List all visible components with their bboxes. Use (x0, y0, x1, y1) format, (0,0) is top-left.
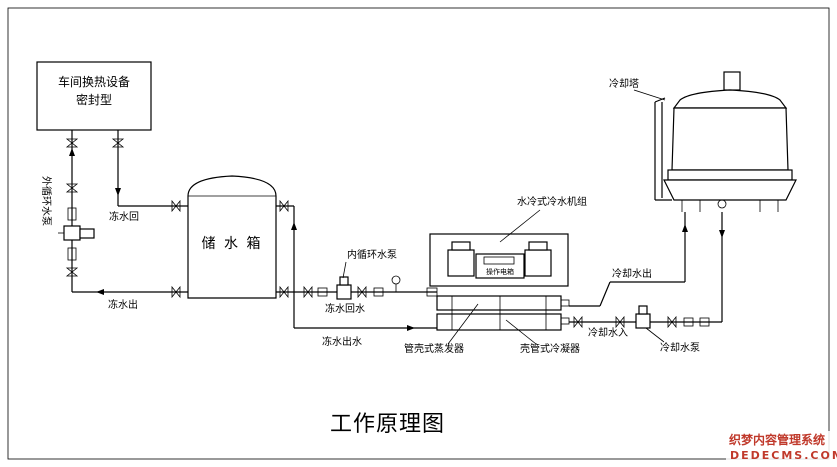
cooling-tower (654, 71, 797, 212)
outer-loop-piping (69, 130, 188, 295)
workshop-label-line1: 车间换热设备 (58, 74, 130, 89)
cooling-loop-piping (569, 212, 725, 329)
workshop-heat-exchanger: 车间换热设备 密封型 (36, 61, 152, 131)
chiller-unit: 操作电箱 (429, 233, 570, 331)
watermark-line1: 织梦内容管理系统 (729, 432, 825, 447)
freeze-return-bottom-label: 冻水回水 (325, 302, 365, 315)
diagram-frame (7, 7, 830, 460)
outer-pump-label: 外循环水泵 (40, 176, 53, 226)
outer-pump (58, 225, 95, 241)
storage-tank: 储 水 箱 (187, 175, 277, 299)
freeze-out-label: 冻水出 (108, 298, 138, 311)
outer-loop-valves (65, 138, 181, 299)
workshop-label-line2: 密封型 (76, 92, 112, 107)
freeze-return-label: 冻水回 (109, 210, 139, 223)
freeze-out-bottom-label: 冻水出水 (322, 335, 362, 348)
watermark: 织梦内容管理系统 DEDECMS.COM (726, 431, 837, 462)
chiller-unit-label: 水冷式冷水机组 (517, 195, 587, 208)
condenser-label: 壳管式冷凝器 (520, 342, 580, 355)
tank-label: 储 水 箱 (202, 236, 263, 252)
inner-pump (336, 276, 352, 300)
cooling-in-label: 冷却水入 (588, 326, 628, 339)
inner-pump-label: 内循环水泵 (347, 248, 397, 261)
evaporator-label: 管壳式蒸发器 (404, 342, 464, 355)
inner-loop-piping (276, 199, 438, 331)
cooling-out-label: 冷却水出 (612, 267, 652, 280)
diagram-caption: 工作原理图 (330, 412, 445, 437)
control-box-label: 操作电箱 (486, 267, 514, 276)
cooling-pump-label: 冷却水泵 (660, 341, 700, 354)
cooling-pump (635, 305, 651, 329)
watermark-line2: DEDECMS.COM (730, 449, 837, 462)
cooling-tower-label: 冷却塔 (609, 77, 639, 90)
